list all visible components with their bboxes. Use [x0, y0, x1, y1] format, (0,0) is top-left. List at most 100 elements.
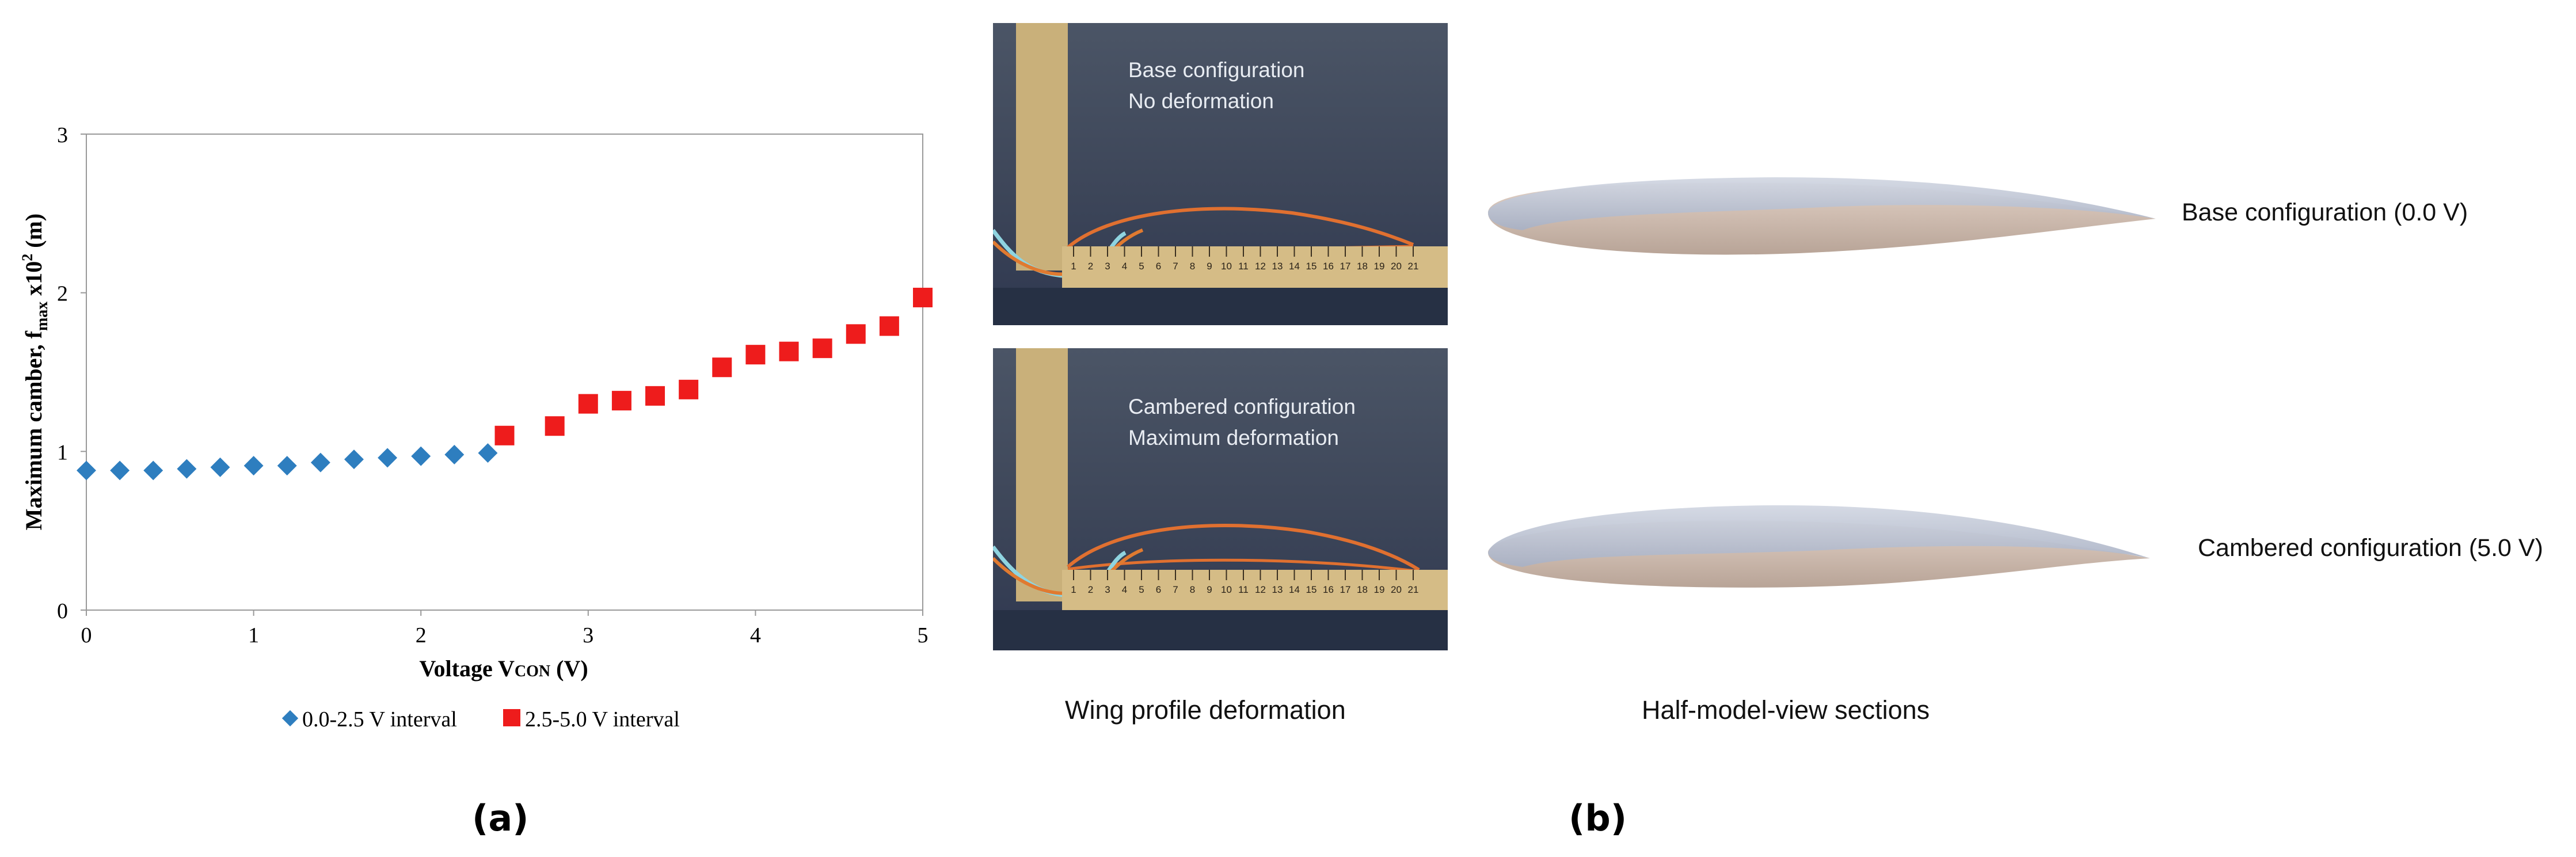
- photo-cambered-line2: Maximum deformation: [1128, 426, 1340, 450]
- x-tick-label: 1: [248, 623, 259, 647]
- panel-b-label: (b): [1569, 797, 1627, 839]
- ruler-digit: 9: [1207, 584, 1212, 595]
- wing-model-cambered: [1488, 505, 2150, 588]
- y-axis-label-main: Maximum camber, f: [21, 330, 47, 530]
- legend-diamond-marker: [281, 710, 299, 727]
- panel-a-label: (a): [472, 797, 529, 839]
- x-axis-label: Voltage VCON (V): [419, 656, 588, 681]
- ruler-digit: 1: [1071, 261, 1076, 272]
- ruler-digit: 15: [1306, 261, 1317, 272]
- data-point-diamond: [378, 448, 398, 468]
- vertical-ruler: [1016, 23, 1068, 271]
- model-cambered-label: Cambered configuration (5.0 V): [2198, 534, 2543, 562]
- data-point-square: [494, 425, 515, 445]
- ruler-digit: 17: [1340, 261, 1351, 272]
- ruler-digit: 20: [1391, 261, 1402, 272]
- ruler-digit: 19: [1374, 261, 1385, 272]
- data-point-diamond: [210, 457, 230, 477]
- ruler-digit: 14: [1289, 584, 1300, 595]
- ruler-digit: 20: [1391, 584, 1402, 595]
- ruler-digit: 21: [1408, 584, 1419, 595]
- y-tick-label: 3: [57, 123, 68, 147]
- photo-cambered-line1: Cambered configuration: [1128, 395, 1356, 418]
- data-point-diamond: [310, 452, 330, 473]
- ruler-digit: 4: [1122, 261, 1127, 272]
- ruler-digit: 17: [1340, 584, 1351, 595]
- data-point-square: [578, 394, 598, 414]
- ruler-digit: 12: [1255, 261, 1266, 272]
- ruler-digit: 10: [1221, 261, 1232, 272]
- ruler-digit: 9: [1207, 261, 1212, 272]
- x-axis-label-main: Voltage V: [419, 656, 515, 681]
- ruler-digit: 3: [1105, 584, 1110, 595]
- data-point-square: [712, 357, 732, 378]
- airfoil-outline: [1067, 207, 1414, 249]
- ruler-digit: 6: [1156, 584, 1161, 595]
- legend-label-blue: 0.0-2.5 V interval: [302, 707, 457, 732]
- data-point-diamond: [411, 446, 431, 466]
- legend-label-red: 2.5-5.0 V interval: [525, 707, 680, 732]
- ruler-digit: 4: [1122, 584, 1127, 595]
- caption-wing-profile: Wing profile deformation: [1065, 695, 1346, 725]
- x-tick-label: 0: [81, 623, 92, 647]
- ruler-digit: 13: [1272, 261, 1283, 272]
- data-point-diamond: [110, 460, 130, 481]
- ruler-digit: 11: [1238, 261, 1249, 272]
- photo-base-line2: No deformation: [1128, 89, 1274, 113]
- table-edge: [993, 288, 1448, 325]
- ruler-digit: 15: [1306, 584, 1317, 595]
- data-point-diamond: [444, 444, 465, 464]
- data-point-square: [745, 345, 766, 365]
- x-tick-label: 3: [583, 623, 593, 647]
- ruler-digit: 21: [1408, 261, 1419, 272]
- data-point-square: [812, 338, 832, 359]
- data-point-diamond: [277, 456, 297, 476]
- y-tick-label: 1: [57, 440, 68, 464]
- ruler-digit: 7: [1173, 261, 1178, 272]
- ruler-digit: 18: [1357, 261, 1368, 272]
- model-base-label: Base configuration (0.0 V): [2182, 199, 2468, 226]
- ruler-digit: 7: [1173, 584, 1178, 595]
- ruler-digit: 8: [1190, 584, 1195, 595]
- data-point-diamond: [478, 443, 498, 463]
- airfoil-outline: [1067, 523, 1420, 572]
- horizontal-ruler: [1062, 246, 1448, 288]
- y-axis-label: Maximum camber, fmax x102 (m): [19, 214, 51, 531]
- y-axis-label-sup: 2: [19, 254, 36, 261]
- ruler-digit: 13: [1272, 584, 1283, 595]
- ruler-digit: 1: [1071, 584, 1076, 595]
- ruler-digit: 18: [1357, 584, 1368, 595]
- data-point-diamond: [143, 460, 163, 481]
- ruler-digit: 10: [1221, 584, 1232, 595]
- photo-base-line1: Base configuration: [1128, 58, 1305, 82]
- photo-base-caption: Base configuration No deformation: [1128, 55, 1304, 117]
- ruler-digit: 19: [1374, 584, 1385, 595]
- wing-model-base: [1488, 177, 2156, 255]
- ruler-digit: 2: [1088, 261, 1093, 272]
- y-tick-label: 0: [57, 599, 68, 623]
- caption-half-model: Half-model-view sections: [1642, 695, 1930, 725]
- wing-upper-surface: [1488, 177, 2156, 230]
- ruler-digit: 16: [1323, 584, 1334, 595]
- data-point-square: [679, 379, 699, 399]
- ruler-digit: 14: [1289, 261, 1300, 272]
- photo-cambered-caption: Cambered configuration Maximum deformati…: [1128, 391, 1356, 454]
- vertical-ruler: [1016, 348, 1068, 601]
- data-markers: [77, 287, 933, 481]
- x-tick-label: 2: [416, 623, 427, 647]
- ruler-digit: 8: [1190, 261, 1195, 272]
- data-point-diamond: [177, 459, 197, 479]
- data-point-square: [779, 341, 799, 361]
- table-edge: [993, 610, 1448, 650]
- ruler-digit: 5: [1139, 584, 1144, 595]
- data-point-square: [545, 416, 565, 436]
- data-point-diamond: [344, 450, 364, 470]
- y-axis-label-mid: x10: [21, 261, 47, 302]
- data-point-square: [611, 391, 631, 411]
